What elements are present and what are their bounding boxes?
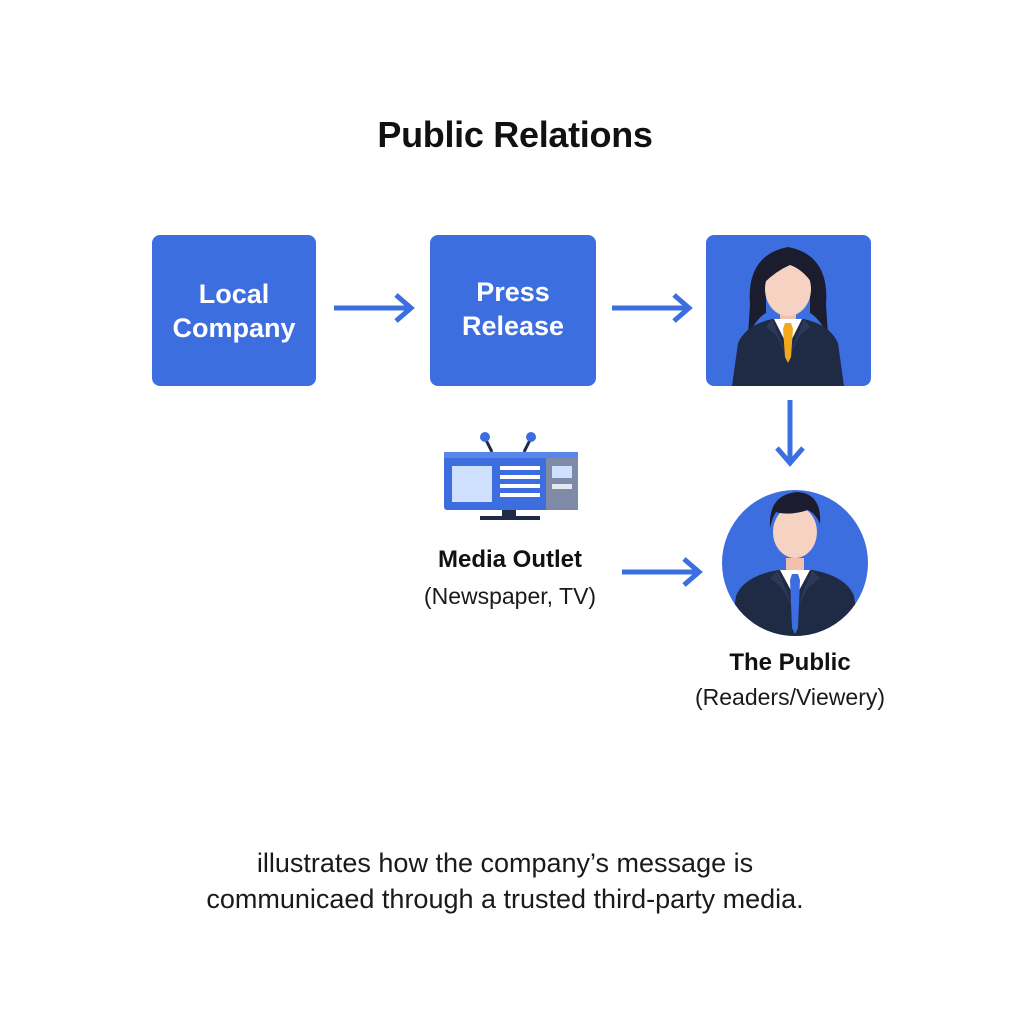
local-company-label-line1: Local — [198, 278, 270, 309]
arrow-company-to-press — [334, 293, 415, 323]
media-outlet-sublabel: (Newspaper, TV) — [423, 583, 597, 609]
press-release-node: Press Release — [430, 235, 596, 386]
the-public-sublabel: (Readers/Viewery) — [694, 684, 886, 710]
journalist-node — [706, 235, 871, 386]
the-public-label: The Public — [729, 649, 851, 676]
press-release-label-line1: Press — [476, 277, 550, 307]
press-release-label-line2: Release — [461, 311, 565, 341]
local-company-node: Local Company — [152, 235, 316, 386]
caption-line-1: illustrates how the company’s message is — [256, 848, 754, 878]
tv-news-icon — [444, 432, 578, 520]
diagram-title: Public Relations — [377, 114, 653, 155]
journalist-avatar-icon — [732, 247, 844, 386]
caption-line-2: communicaed through a trusted third-part… — [206, 884, 804, 914]
arrow-media-to-public — [622, 557, 703, 587]
public-person-icon — [722, 490, 868, 636]
arrow-press-to-journalist — [612, 293, 693, 323]
arrow-journalist-to-public — [775, 400, 805, 467]
media-outlet-label: Media Outlet — [437, 546, 582, 573]
local-company-label-line2: Company — [172, 312, 296, 343]
